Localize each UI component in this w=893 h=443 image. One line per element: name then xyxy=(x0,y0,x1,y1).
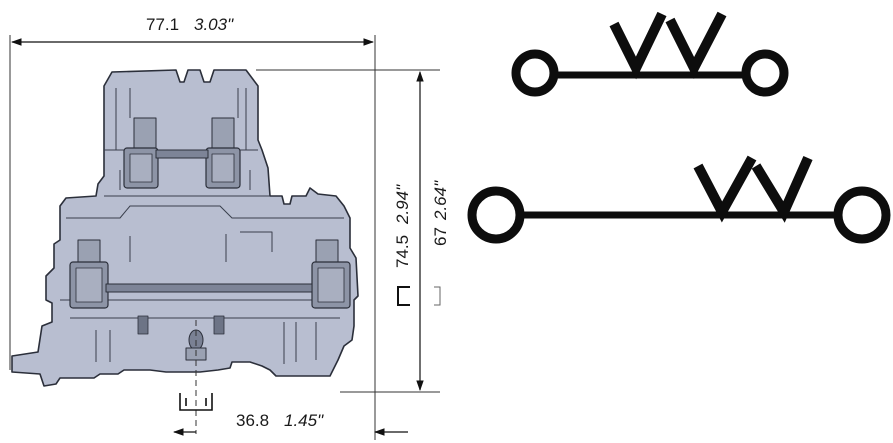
top-busbar xyxy=(155,149,209,159)
height-total-inch-label: 2.94" xyxy=(393,184,412,225)
terminal-block-body xyxy=(11,69,359,387)
bottom-busbar xyxy=(105,283,313,293)
bottom-left-clamp xyxy=(69,239,109,309)
din-rail-icon xyxy=(397,286,410,306)
top-right-clamp xyxy=(205,117,241,189)
height-dimensions: 74.5 2.94" 67 2.64" xyxy=(256,69,450,393)
height-total-mm-label: 74.5 xyxy=(393,235,412,268)
double-diode-circuit-symbol xyxy=(511,11,789,97)
width-mm-label: 77.1 xyxy=(146,15,179,34)
terminal-housing xyxy=(11,69,359,387)
rail-centerline xyxy=(179,320,213,434)
din-rail-icon xyxy=(179,393,213,411)
height-rail-mm-label: 67 xyxy=(431,227,450,246)
offset-inch-label: 1.45" xyxy=(284,411,324,430)
height-rail-inch-label: 2.64" xyxy=(431,180,450,221)
width-dimension: 77.1 3.03" xyxy=(9,15,376,440)
width-inch-label: 3.03" xyxy=(194,15,234,34)
double-diode-circuit-symbol xyxy=(467,155,891,244)
top-left-clamp xyxy=(123,117,159,189)
bottom-right-clamp xyxy=(311,239,351,309)
rail-offset-dimension: 36.8 1.45" xyxy=(172,411,408,436)
offset-mm-label: 36.8 xyxy=(236,411,269,430)
